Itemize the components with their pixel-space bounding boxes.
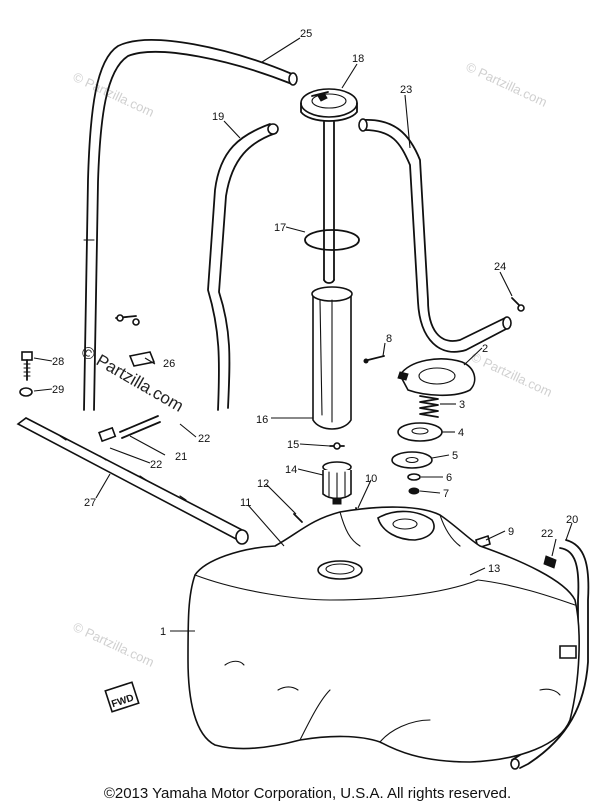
callout-17: 17: [274, 222, 286, 234]
fwd-tag: FWD: [104, 681, 140, 713]
callout-8: 8: [386, 333, 392, 345]
callout-1: 1: [160, 626, 166, 638]
callout-labels: 25 18 19 23 17 24 8 2 26 28 29 3 16 22 4…: [52, 28, 578, 638]
part-7-nut: [408, 487, 420, 495]
part-29-washer: [19, 387, 33, 397]
part-18-cap: [300, 88, 358, 122]
part-22-clip: [543, 555, 557, 569]
callout-19: 19: [212, 111, 224, 123]
callout-2: 2: [482, 343, 488, 355]
part-27-bracket: [16, 417, 249, 545]
leader-lines: [33, 37, 573, 632]
callout-28: 28: [52, 356, 64, 368]
callout-11: 11: [240, 497, 251, 509]
callout-13: 13: [488, 563, 500, 575]
callout-12: 12: [257, 478, 269, 490]
callout-27: 27: [84, 497, 96, 509]
part-12-screw: [293, 513, 303, 523]
callout-24: 24: [494, 261, 506, 273]
watermark: © Partzilla.com: [469, 349, 555, 400]
part-28-bolt: [21, 351, 33, 381]
callout-26: 26: [163, 358, 175, 370]
part-1-fuel-tank: [187, 506, 580, 763]
callout-15: 15: [287, 439, 299, 451]
part-21-bolt: [98, 415, 161, 443]
watermark: © Partzilla.com: [71, 619, 157, 670]
callout-14: 14: [285, 464, 297, 476]
callout-20: 20: [566, 514, 578, 526]
callout-21: 21: [175, 451, 187, 463]
callout-5: 5: [452, 450, 458, 462]
callout-10: 10: [365, 473, 377, 485]
callout-22-middle: 22: [150, 459, 162, 471]
callout-3: 3: [459, 399, 465, 411]
watermark: © Partzilla.com: [464, 59, 550, 110]
callout-22-right: 22: [541, 528, 553, 540]
callout-6: 6: [446, 472, 452, 484]
callout-25: 25: [300, 28, 312, 40]
part-25-hose: [83, 39, 298, 411]
callout-23: 23: [400, 84, 412, 96]
part-23-hose: [358, 118, 512, 353]
callout-16: 16: [256, 414, 268, 426]
watermark: © Partzilla.com: [71, 69, 157, 120]
part-26-bracket: [115, 314, 156, 367]
callout-18: 18: [352, 53, 364, 65]
part-4-washer: [397, 422, 443, 442]
part-2-cap: [397, 358, 476, 397]
part-19-hose: [207, 123, 279, 411]
part-14-strainer: [322, 461, 352, 505]
part-5-plate: [391, 451, 433, 469]
part-16-tube: [311, 121, 353, 430]
part-24-clip: [511, 297, 525, 312]
part-6-gasket: [407, 473, 421, 481]
part-15-clip: [329, 442, 345, 450]
callout-9: 9: [508, 526, 514, 538]
callout-4: 4: [458, 427, 464, 439]
callout-22-upper: 22: [198, 433, 210, 445]
part-8-screw: [363, 355, 385, 364]
part-17-o-ring: [304, 229, 360, 251]
part-3-spring: [419, 395, 439, 418]
copyright-notice: ©2013 Yamaha Motor Corporation, U.S.A. A…: [103, 785, 512, 802]
callout-29: 29: [52, 384, 64, 396]
callout-7: 7: [443, 488, 449, 500]
